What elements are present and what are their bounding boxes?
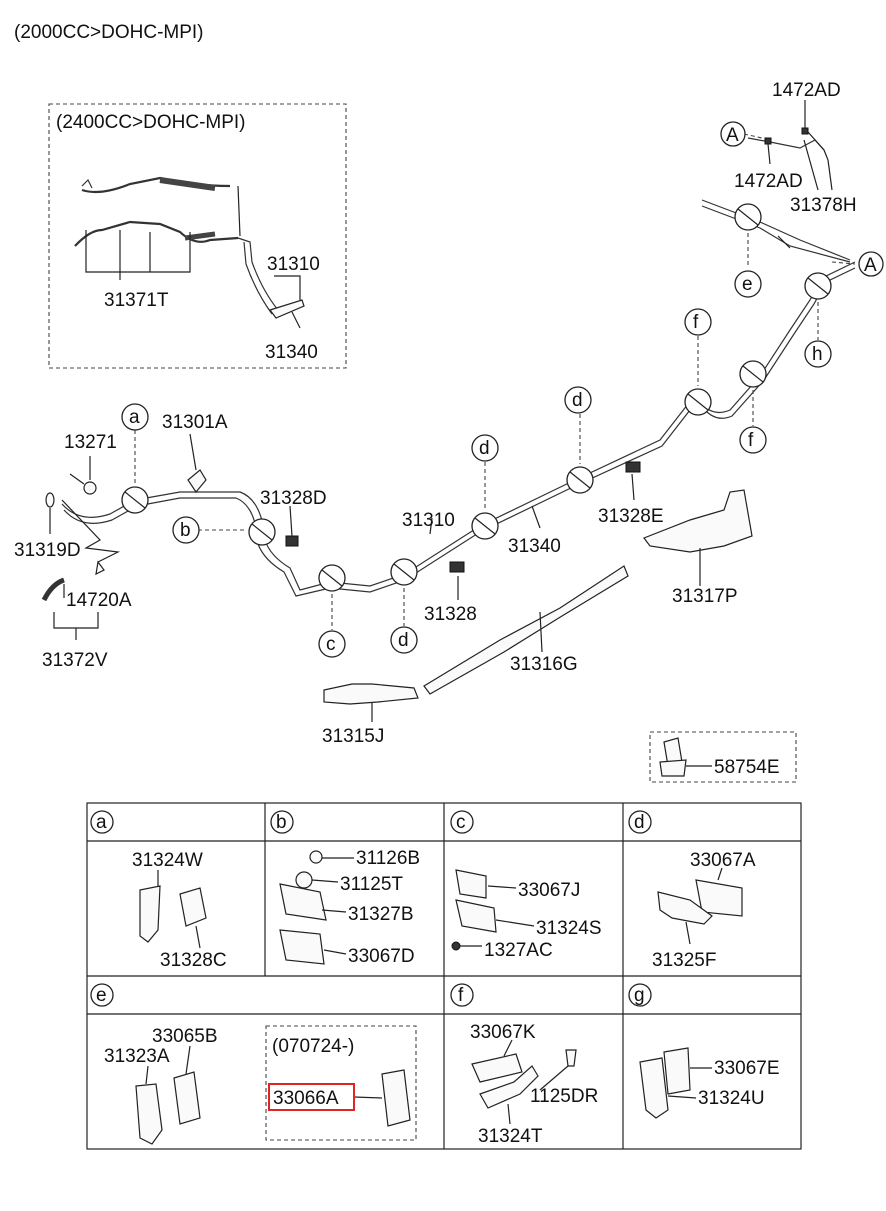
cell-c-33067j: 33067J <box>518 880 580 901</box>
table-header-f: f <box>458 985 464 1006</box>
cell-f-33067k: 33067K <box>470 1022 536 1043</box>
cell-c-31324s: 31324S <box>536 918 602 939</box>
callout-31372v: 31372V <box>42 650 108 671</box>
diagram-label: d <box>572 390 583 411</box>
cell-a-31324w: 31324W <box>132 850 203 871</box>
diagram-title: (2000CC>DOHC-MPI) <box>14 22 204 43</box>
callout-31340: 31340 <box>508 536 561 557</box>
cell-b-31125t: 31125T <box>340 874 403 895</box>
cell-e-box-title: (070724-) <box>272 1036 354 1057</box>
callout-31328: 31328 <box>424 604 477 625</box>
cell-d-31325f: 31325F <box>652 950 716 971</box>
callout-1472ad-bottom: 1472AD <box>734 171 803 192</box>
callout-31328d: 31328D <box>260 488 327 509</box>
cell-b-31327b: 31327B <box>348 904 414 925</box>
cell-b-31126b: 31126B <box>356 848 420 869</box>
table-header-a: a <box>96 812 107 833</box>
inset-border <box>48 103 347 369</box>
main-fuel-lines <box>61 100 856 597</box>
diagram-label: f <box>693 312 699 333</box>
cell-g-31324u: 31324U <box>698 1088 765 1109</box>
callout-31310: 31310 <box>402 510 455 531</box>
callout-31378h: 31378H <box>790 195 857 216</box>
table-header-b: b <box>276 812 287 833</box>
cell-e-31323a: 31323A <box>104 1046 170 1067</box>
callout-31317p: 31317P <box>672 586 738 607</box>
diagram-label: c <box>326 634 336 655</box>
letter-pointers <box>134 133 856 630</box>
inset-label-31310: 31310 <box>267 254 320 275</box>
cell-f-1125dr: 1125DR <box>530 1086 598 1107</box>
cell-c-1327ac: 1327AC <box>484 940 553 961</box>
table-header-g: g <box>634 985 645 1006</box>
cell-f-31324t: 31324T <box>478 1126 543 1147</box>
diagram-label: A <box>726 125 739 146</box>
cell-e-33066a: 33066A <box>273 1088 339 1109</box>
inset-title: (2400CC>DOHC-MPI) <box>56 112 246 133</box>
highlight-box-33066a <box>268 1083 355 1111</box>
diagram-label: e <box>742 274 753 295</box>
table-header-d: d <box>634 812 645 833</box>
callout-31328e: 31328E <box>598 506 664 527</box>
inset-2400cc: (2400CC>DOHC-MPI) 31371T 31310 31340 <box>48 103 347 369</box>
callout-13271: 13271 <box>64 432 117 453</box>
table-header-c: c <box>456 812 466 833</box>
diagram-label: d <box>398 630 409 651</box>
cell-a-31328c: 31328C <box>160 950 227 971</box>
callout-31301a: 31301A <box>162 412 228 433</box>
callout-31319d: 31319D <box>14 540 81 561</box>
callout-1472ad-top: 1472AD <box>772 80 841 101</box>
main-callouts: 1472AD 1472AD 31378H 13271 31301A 31328D… <box>14 80 857 778</box>
callout-58754e: 58754E <box>714 757 780 778</box>
cell-e-dated-box <box>265 1025 417 1141</box>
callout-14720a: 14720A <box>66 590 132 611</box>
parts-table: a b c d e f g 31324W 31328C 31126B 31125… <box>86 802 802 1150</box>
callout-31316g: 31316G <box>510 654 578 675</box>
diagram-label: f <box>748 430 754 451</box>
diagram-label: a <box>129 407 140 428</box>
cell-e-33065b: 33065B <box>152 1026 218 1047</box>
letter-markers: A A a b c d d d e f f h <box>121 121 884 658</box>
table-header-e: e <box>96 985 107 1006</box>
inset-label-31340: 31340 <box>265 342 318 363</box>
cell-g-33067e: 33067E <box>714 1058 780 1079</box>
cell-d-33067a: 33067A <box>690 850 756 871</box>
cell-b-33067d: 33067D <box>348 946 415 967</box>
callout-31315j: 31315J <box>322 726 384 747</box>
inset-label-31371t: 31371T <box>104 290 169 311</box>
diagram-label: A <box>864 255 877 276</box>
main-small-parts <box>41 139 819 783</box>
diagram-label: b <box>180 520 191 541</box>
diagram-label: h <box>812 344 823 365</box>
diagram-label: d <box>479 438 490 459</box>
